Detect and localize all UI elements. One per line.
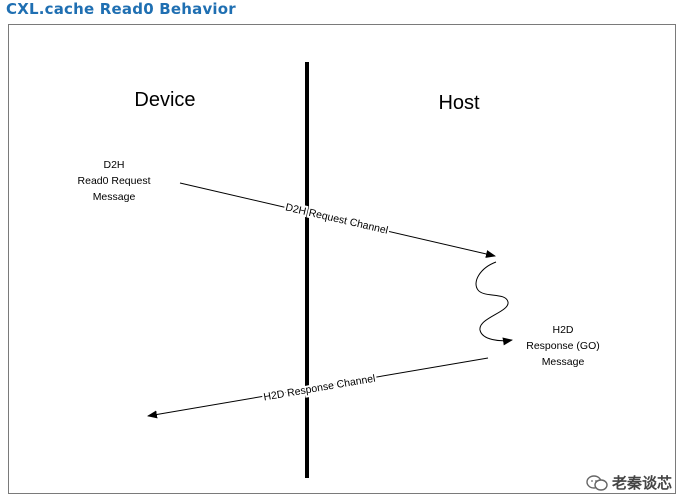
host-processing-squiggle <box>475 261 513 346</box>
watermark-text: 老秦谈芯 <box>611 474 672 492</box>
diagram-frame <box>8 24 676 494</box>
h2d-message-line-3: Message <box>542 356 585 368</box>
h2d-message-line-1: H2D <box>552 324 573 336</box>
d2h-request-arrow <box>179 182 496 258</box>
h2d-message-line-2: Response (GO) <box>526 340 600 352</box>
device-label: Device <box>134 89 195 111</box>
h2d-channel-label: H2D Response Channel <box>263 373 377 404</box>
chat-bubble-icon <box>586 474 608 491</box>
d2h-message-line-3: Message <box>93 191 136 203</box>
d2h-message-line-1: D2H <box>103 159 124 171</box>
d2h-message-line-2: Read0 Request <box>78 175 151 187</box>
host-label: Host <box>438 92 480 114</box>
d2h-channel-label: D2H Request Channel <box>284 201 389 236</box>
h2d-response-arrow <box>147 357 489 419</box>
diagram-title: CXL.cache Read0 Behavior <box>6 0 236 18</box>
watermark: 老秦谈芯 <box>586 472 672 493</box>
